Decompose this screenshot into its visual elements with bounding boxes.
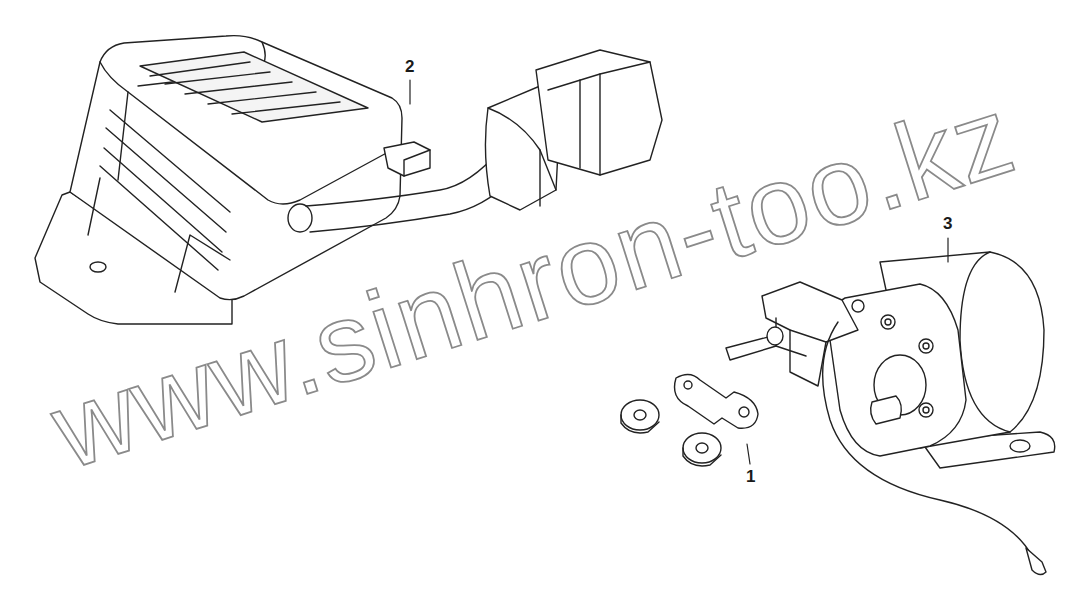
- callout-number: 2: [405, 58, 414, 75]
- callout-number: 3: [943, 215, 952, 232]
- solenoid: [726, 252, 1055, 575]
- callout-number: 1: [746, 468, 755, 485]
- linkage-plate: [621, 374, 758, 465]
